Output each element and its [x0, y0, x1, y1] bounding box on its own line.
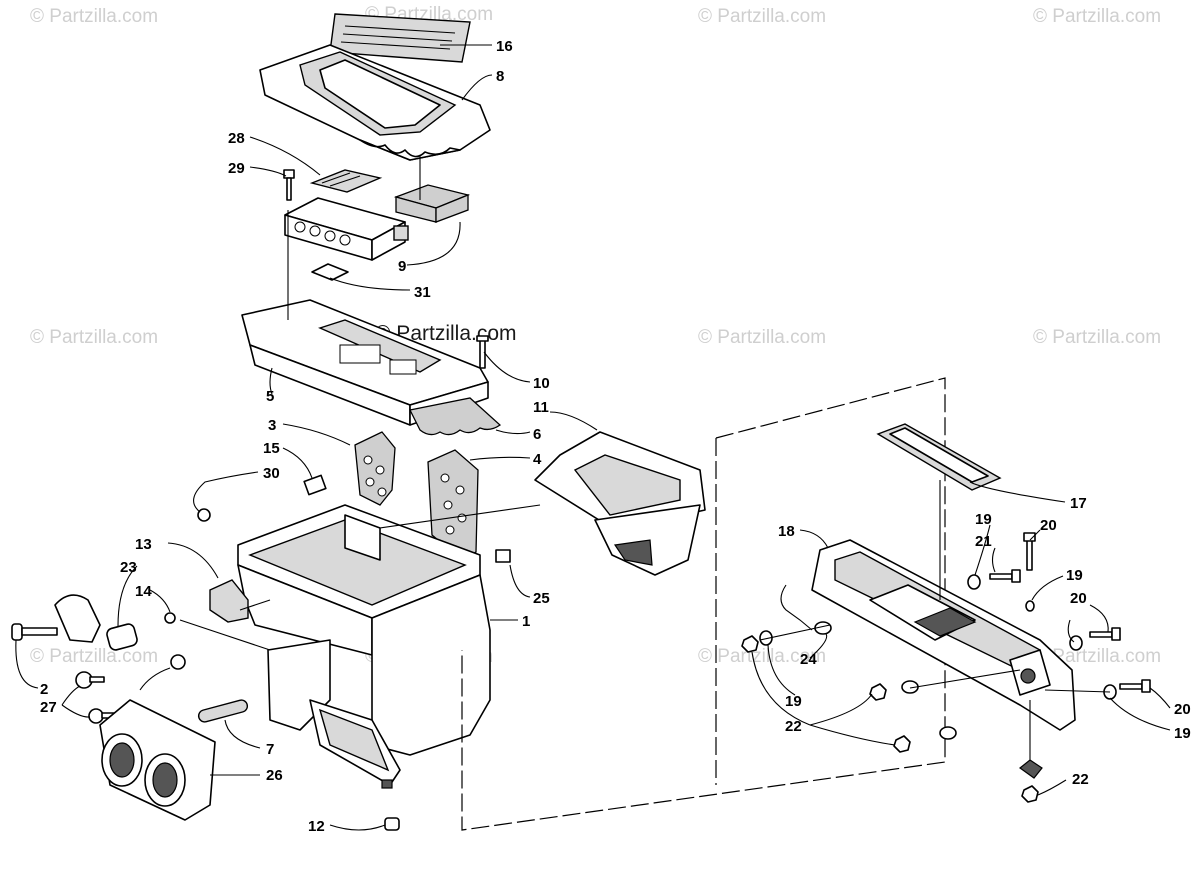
- callout-19: 19: [1066, 567, 1083, 584]
- callout-8: 8: [496, 68, 504, 85]
- callout-28: 28: [228, 130, 245, 147]
- watermark: © Partzilla.com: [1033, 6, 1161, 27]
- callout-15: 15: [263, 440, 280, 457]
- callout-18: 18: [778, 523, 795, 540]
- watermark: © Partzilla.com: [698, 646, 826, 667]
- callout-29: 29: [228, 160, 245, 177]
- callout-24: 24: [800, 651, 817, 668]
- callout-5: 5: [266, 388, 274, 405]
- callout-9: 9: [398, 258, 406, 275]
- callout-30: 30: [263, 465, 280, 482]
- callout-23: 23: [120, 559, 137, 576]
- callout-6: 6: [533, 426, 541, 443]
- part-14-nut: [164, 612, 176, 624]
- callout-13: 13: [135, 536, 152, 553]
- leader-lines: [15, 44, 1171, 831]
- callout-21: 21: [975, 533, 992, 550]
- wire-bracket: [780, 584, 813, 631]
- hose-clamp: [139, 654, 186, 691]
- part-29-bolt: [283, 169, 295, 201]
- watermark: © Partzilla.com: [30, 6, 158, 27]
- callout-1: 1: [522, 613, 530, 630]
- watermark: © Partzilla.com: [1033, 327, 1161, 348]
- callout-7: 7: [266, 741, 274, 758]
- callout-17: 17: [1070, 495, 1087, 512]
- callout-20: 20: [1174, 701, 1191, 718]
- callout-19: 19: [785, 693, 802, 710]
- part-15-plug: [303, 474, 327, 496]
- assembly-boundary: [461, 377, 946, 831]
- watermark: © Partzilla.com: [1033, 646, 1161, 667]
- part-4-foam-block: [427, 449, 479, 561]
- part-8-airbox-lid: [259, 44, 491, 161]
- part-9-filter: [393, 184, 471, 223]
- part-20-bolts: [989, 532, 1151, 693]
- callout-labels: 16 8 28 29 9 31 10 5 11 3 6 15 4 30 13 2…: [40, 38, 1191, 835]
- callout-3: 3: [268, 417, 276, 434]
- part-11-intake-duct: [534, 431, 706, 576]
- electronic-module: [284, 197, 409, 261]
- part-28-decal: [309, 169, 383, 193]
- part-26-silencer: [99, 699, 216, 821]
- watermark: © Partzilla.com: [30, 327, 158, 348]
- part-18-duct: [811, 539, 1076, 731]
- part-3-foam-block: [354, 431, 396, 506]
- part-17-seal: [876, 423, 1002, 491]
- watermark: © Partzilla.com: [30, 646, 158, 667]
- callout-25: 25: [533, 590, 550, 607]
- part-12-grommet: [384, 817, 400, 831]
- part-31-pad: [311, 263, 349, 281]
- callout-31: 31: [414, 284, 431, 301]
- callout-22: 22: [785, 718, 802, 735]
- callout-20: 20: [1040, 517, 1057, 534]
- part-19-washers: [759, 574, 1117, 700]
- callout-19: 19: [975, 511, 992, 528]
- callout-19: 19: [1174, 725, 1191, 742]
- mounting-bracket: [54, 594, 101, 643]
- part-1-airbox-body: [237, 504, 491, 789]
- part-23-cylinder: [106, 623, 138, 651]
- part-22-nuts: [741, 635, 1043, 803]
- watermark: © Partzilla.com: [698, 6, 826, 27]
- callout-14: 14: [135, 583, 152, 600]
- callout-10: 10: [533, 375, 550, 392]
- part-2-bolt: [11, 623, 58, 641]
- part-13-latch: [209, 579, 249, 623]
- callout-26: 26: [266, 767, 283, 784]
- alignment-lines: [179, 155, 1111, 760]
- part-16-label-sheet: [329, 13, 471, 63]
- callout-20: 20: [1070, 590, 1087, 607]
- part-27-push-pins: [75, 671, 117, 724]
- callout-4: 4: [533, 451, 542, 468]
- callout-22: 22: [1072, 771, 1089, 788]
- part-25-fastener: [495, 549, 511, 563]
- callout-27: 27: [40, 699, 57, 716]
- watermark-group: © Partzilla.com © Partzilla.com © Partzi…: [30, 4, 1161, 667]
- callout-11: 11: [533, 399, 549, 416]
- part-10-screw: [476, 335, 489, 369]
- part-7-strap: [197, 699, 249, 723]
- callout-16: 16: [496, 38, 513, 55]
- callout-2: 2: [40, 681, 48, 698]
- callout-12: 12: [308, 818, 325, 835]
- part-30-clip: [197, 508, 211, 522]
- watermark: © Partzilla.com: [698, 327, 826, 348]
- part-6-foam: [409, 397, 502, 436]
